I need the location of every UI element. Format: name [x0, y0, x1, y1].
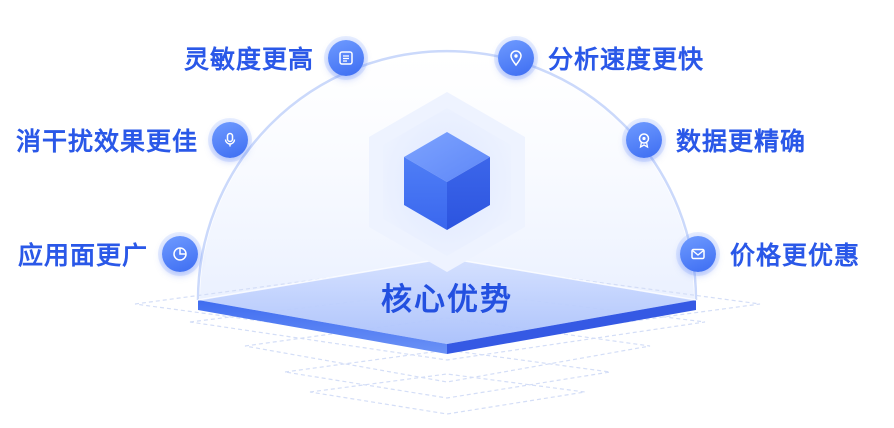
feature-label: 应用面更广 — [18, 241, 149, 270]
platform — [197, 257, 697, 354]
list-document-icon — [328, 40, 365, 76]
center-title: 核心优势 — [381, 282, 513, 318]
location-pin-icon — [498, 40, 534, 76]
feature-speed: 分析速度更快 — [498, 38, 704, 78]
feature-price: 价格更优惠 — [680, 234, 860, 274]
cube-icon — [404, 132, 490, 230]
feature-label: 分析速度更快 — [548, 45, 705, 74]
feature-accuracy: 数据更精确 — [626, 120, 806, 160]
microphone-icon — [212, 122, 249, 158]
feature-sensitivity: 灵敏度更高 — [184, 38, 365, 78]
feature-interference: 消干扰效果更佳 — [16, 120, 249, 160]
feature-application: 应用面更广 — [18, 234, 199, 274]
pie-chart-icon — [162, 236, 199, 272]
award-badge-icon — [626, 122, 662, 158]
feature-label: 数据更精确 — [676, 127, 807, 156]
feature-label: 灵敏度更高 — [184, 45, 315, 74]
feature-label: 消干扰效果更佳 — [16, 127, 199, 156]
orbit-arc — [196, 49, 698, 301]
envelope-icon — [680, 236, 716, 272]
feature-label: 价格更优惠 — [730, 241, 861, 270]
